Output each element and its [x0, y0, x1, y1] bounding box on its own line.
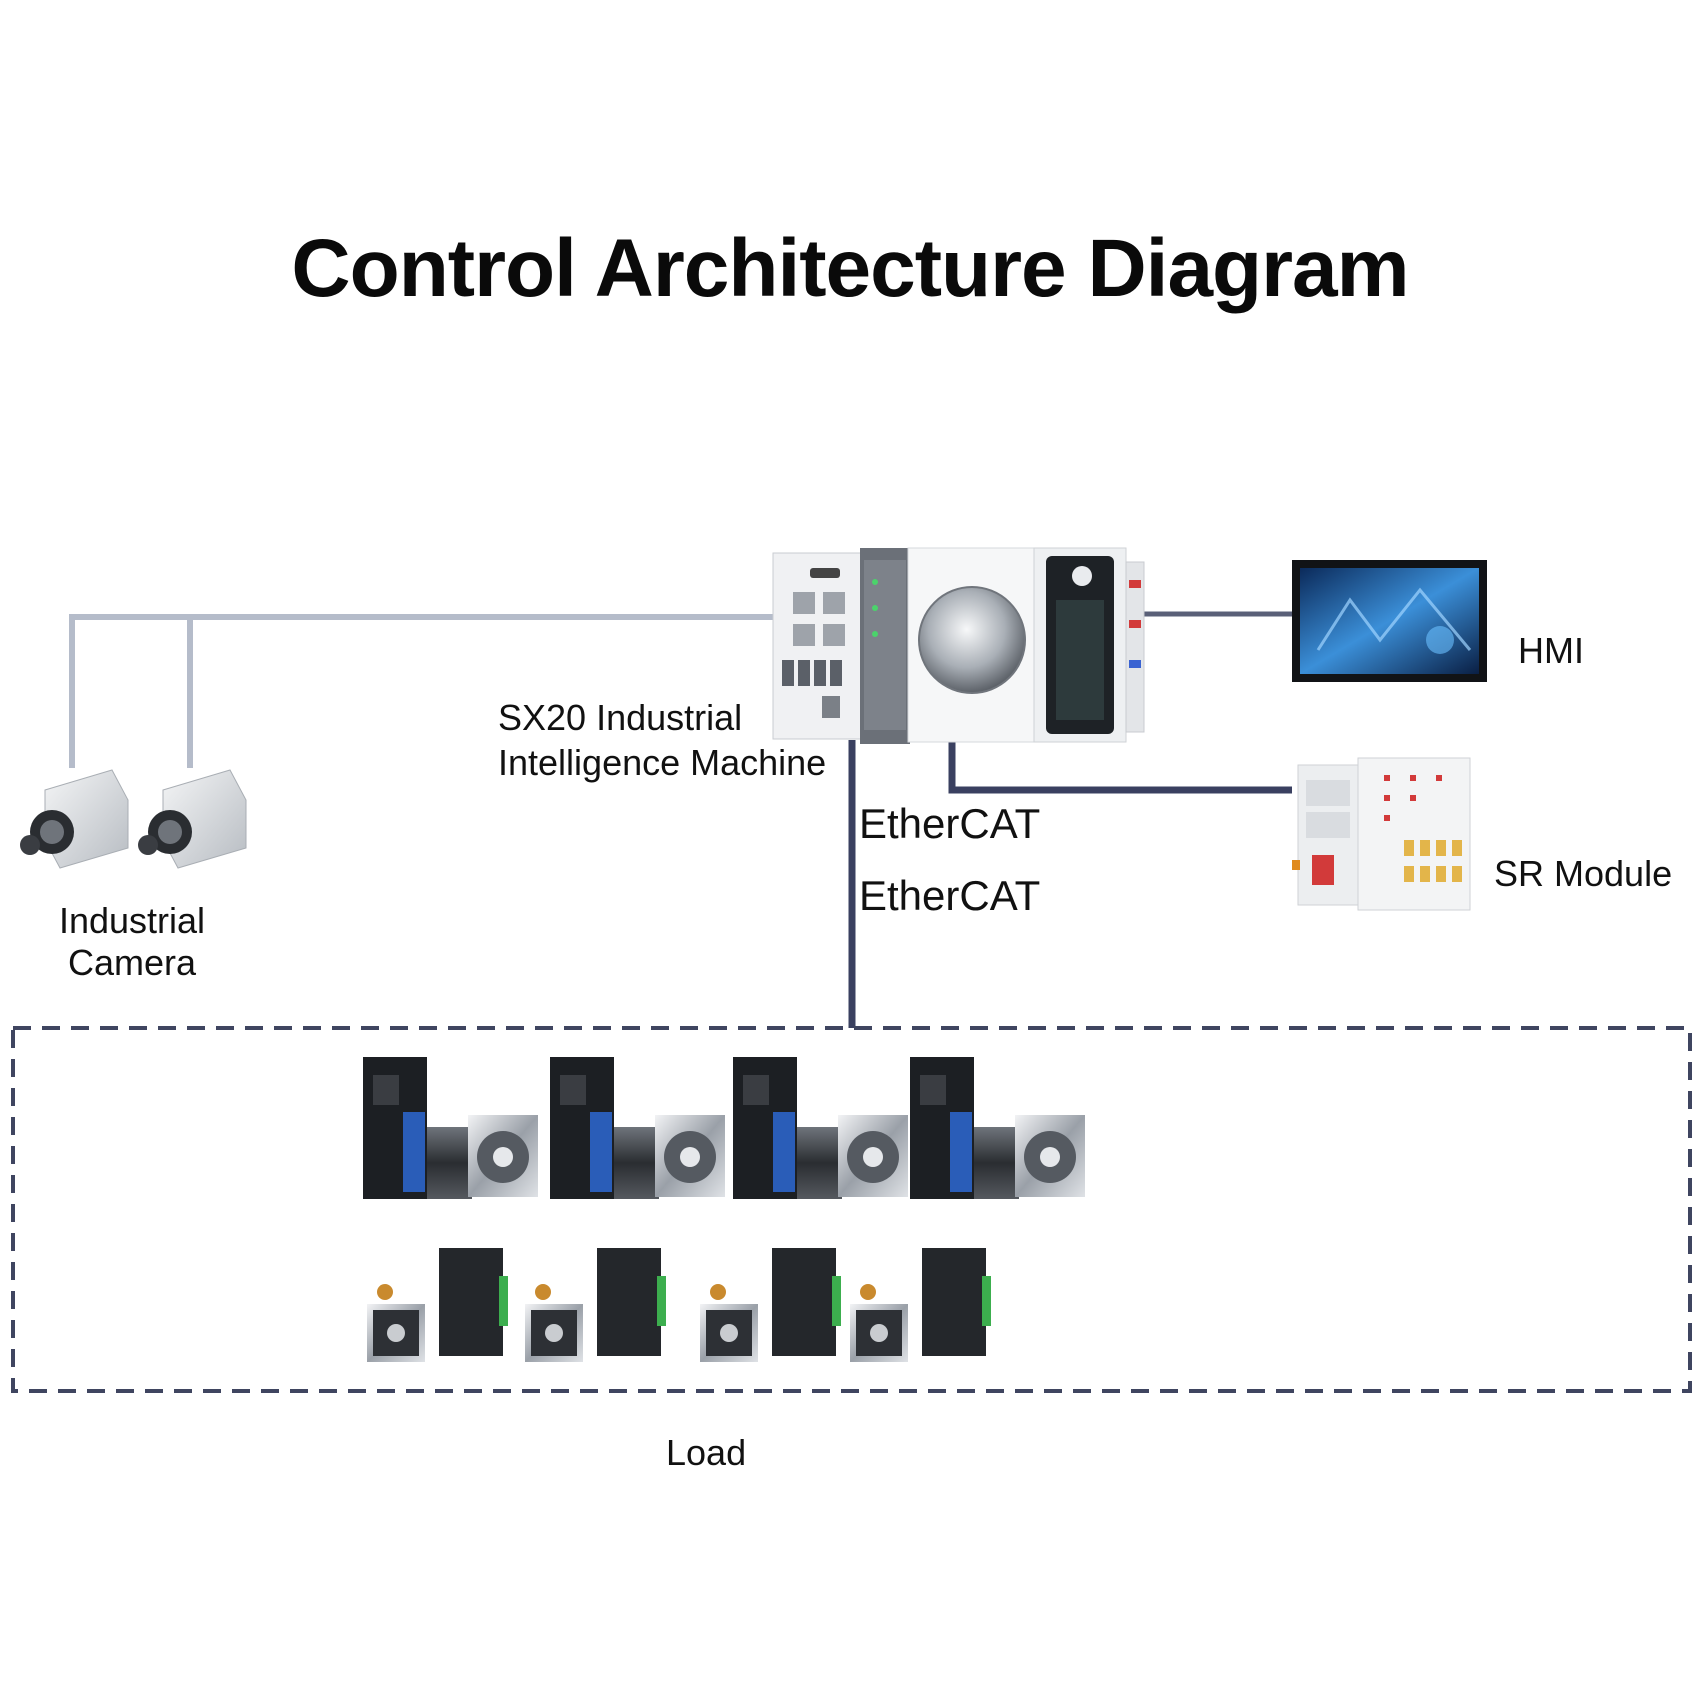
ethercat-label-1: EtherCAT: [859, 800, 1041, 847]
hmi-label: HMI: [1518, 630, 1584, 671]
camera-label-line2: Camera: [67, 942, 197, 983]
industrial-pc-icon: [772, 547, 1145, 744]
ethercat-label-2: EtherCAT: [859, 872, 1041, 919]
sr-module-label: SR Module: [1494, 853, 1673, 894]
load-label: Load: [666, 1432, 747, 1473]
camera-link: [69, 614, 775, 768]
stepper-driver-motor-icon: [525, 1248, 666, 1362]
servo-drive-motor-icon: [733, 1057, 908, 1199]
diagram-title: Control Architecture Diagram: [291, 223, 1409, 314]
controller-label-line1: SX20 Industrial: [498, 697, 743, 738]
servo-drive-motor-icon: [550, 1057, 725, 1199]
camera-label-line1: Industrial: [58, 900, 206, 941]
ethercat-bus: [848, 611, 1292, 1028]
load-frame: [11, 1026, 1692, 1393]
industrial-camera-icon: [138, 769, 247, 869]
stepper-driver-motor-icon: [367, 1248, 508, 1362]
io-module-icon: [1292, 757, 1471, 911]
servo-drive-motor-icon: [910, 1057, 1085, 1199]
controller-label-line2: Intelligence Machine: [498, 742, 827, 783]
touch-panel-icon: [1292, 560, 1487, 682]
stepper-driver-motor-icon: [700, 1248, 841, 1362]
stepper-driver-motor-icon: [850, 1248, 991, 1362]
servo-drive-motor-icon: [363, 1057, 538, 1199]
industrial-camera-icon: [20, 769, 129, 869]
